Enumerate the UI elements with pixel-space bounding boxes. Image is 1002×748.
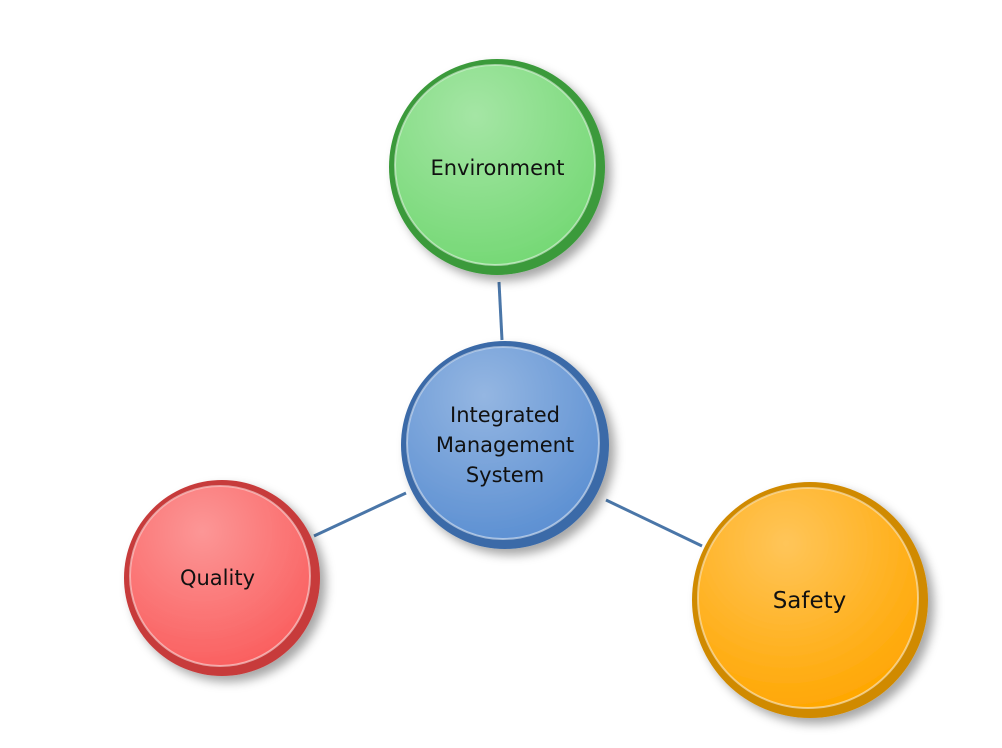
node-gloss xyxy=(396,66,594,264)
node-gloss xyxy=(131,487,309,665)
node-gloss xyxy=(699,489,917,707)
environment-label: Environment xyxy=(430,155,565,180)
node-gloss xyxy=(408,348,598,538)
connector-safety xyxy=(605,498,703,548)
environment-node xyxy=(389,59,605,275)
safety-node xyxy=(692,482,928,718)
center-label: Integrated Management System xyxy=(435,403,575,487)
safety-label: Safety xyxy=(772,587,847,614)
center-node xyxy=(401,341,609,549)
connector-quality xyxy=(313,491,407,538)
quality-label: Quality xyxy=(179,565,256,590)
quality-node xyxy=(124,480,320,676)
connector-environment xyxy=(497,281,504,341)
